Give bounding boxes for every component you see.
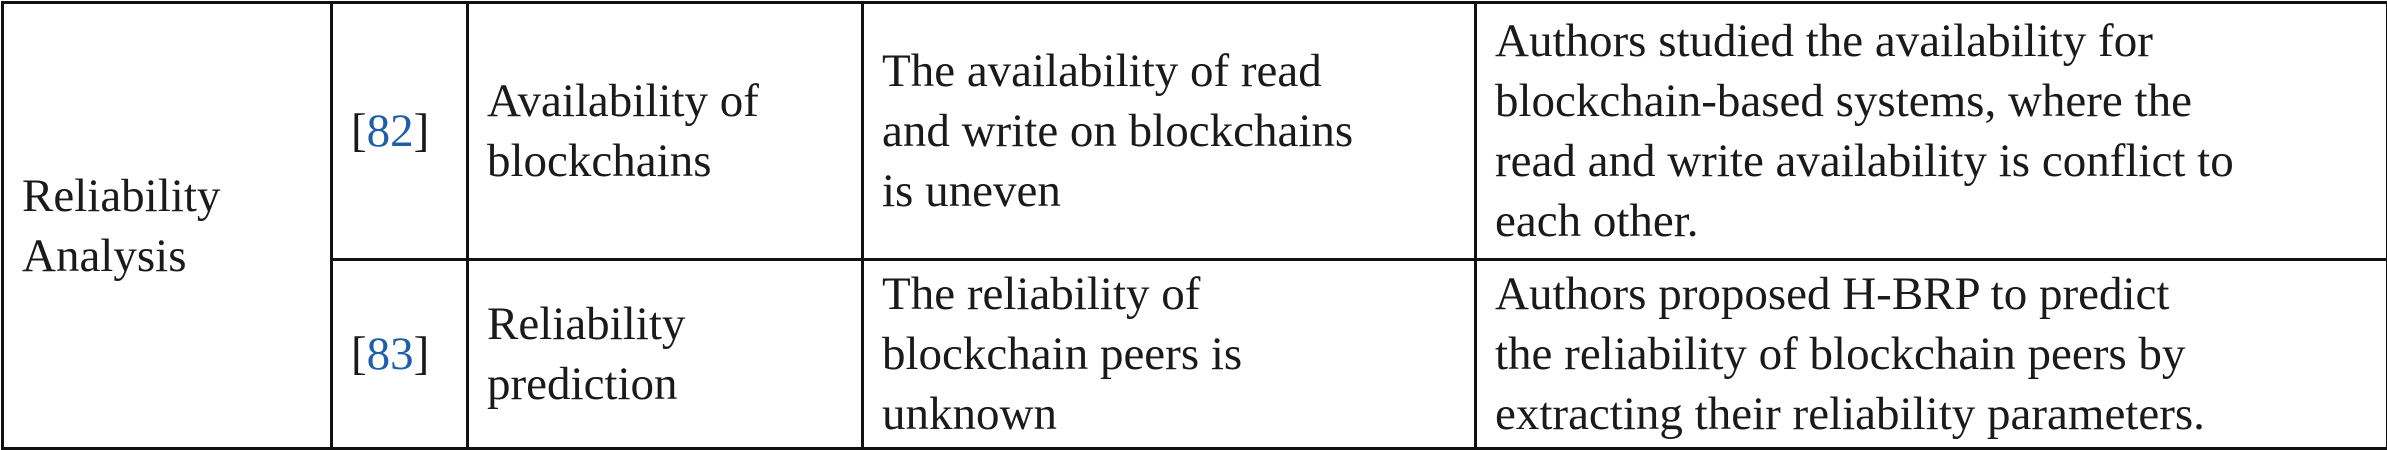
topic-cell: Reliability prediction	[468, 260, 863, 449]
category-label-line-2: Analysis	[22, 230, 187, 282]
table-row: Reliability Analysis [82] Availability o…	[3, 3, 2387, 260]
reference-bracket-open: [	[351, 105, 367, 157]
challenge-line: unknown	[882, 388, 1057, 440]
category-cell: Reliability Analysis	[3, 3, 332, 449]
challenge-cell: The availability of read and write on bl…	[863, 3, 1476, 260]
reference-cell: [82]	[332, 3, 468, 260]
description-line: read and write availability is conflict …	[1495, 135, 2234, 187]
description-line: each other.	[1495, 195, 1699, 247]
challenge-line: The reliability of	[882, 268, 1200, 320]
topic-line: Availability of	[487, 75, 759, 127]
challenge-line: is uneven	[882, 165, 1061, 217]
reference-cell: [83]	[332, 260, 468, 449]
description-line: Authors proposed H-BRP to predict	[1495, 268, 2169, 320]
table-row: [83] Reliability prediction The reliabil…	[3, 260, 2387, 449]
topic-cell: Availability of blockchains	[468, 3, 863, 260]
description-line: the reliability of blockchain peers by	[1495, 328, 2185, 380]
reference-bracket-close: ]	[414, 105, 430, 157]
reference-bracket-close: ]	[414, 328, 430, 380]
category-label-line-1: Reliability	[22, 170, 220, 222]
challenge-line: blockchain peers is	[882, 328, 1242, 380]
description-cell: Authors studied the availability for blo…	[1476, 3, 2387, 260]
description-line: Authors studied the availability for	[1495, 15, 2153, 67]
description-line: extracting their reliability parameters.	[1495, 388, 2205, 440]
reference-link[interactable]: 82	[367, 105, 414, 157]
reference-bracket-open: [	[351, 328, 367, 380]
challenge-line: and write on blockchains	[882, 105, 1353, 157]
challenge-cell: The reliability of blockchain peers is u…	[863, 260, 1476, 449]
topic-line: blockchains	[487, 135, 712, 187]
description-cell: Authors proposed H-BRP to predict the re…	[1476, 260, 2387, 449]
description-line: blockchain-based systems, where the	[1495, 75, 2192, 127]
topic-line: Reliability	[487, 298, 685, 350]
reference-link[interactable]: 83	[367, 328, 414, 380]
topic-line: prediction	[487, 358, 678, 410]
challenge-line: The availability of read	[882, 45, 1322, 97]
